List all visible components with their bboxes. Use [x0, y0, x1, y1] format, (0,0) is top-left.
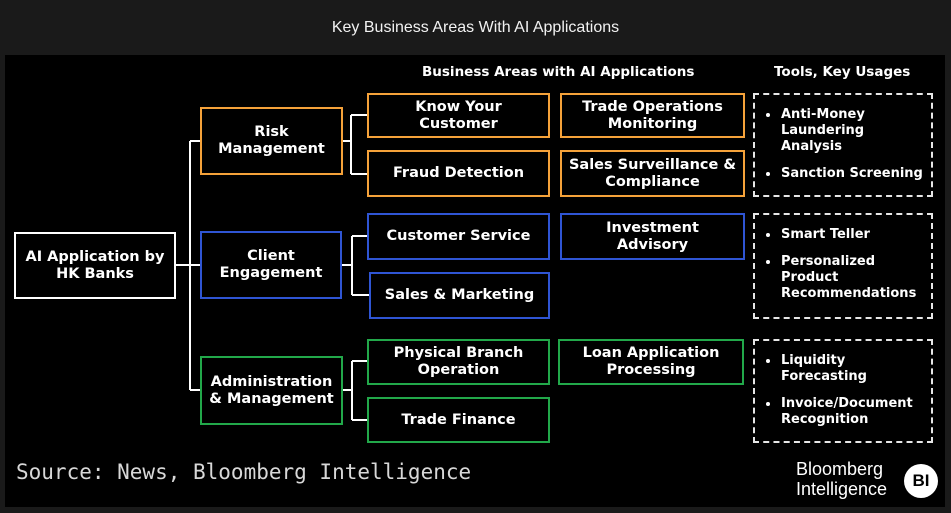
tool-item: Sanction Screening [761, 166, 925, 182]
category-client-engagement: Client Engagement [200, 231, 342, 299]
tool-item: Invoice/Document Recognition [761, 396, 925, 428]
tools-admin: Liquidity Forecasting Invoice/Document R… [753, 339, 933, 443]
business-areas-header: Business Areas with AI Applications [422, 64, 695, 80]
frame-bottom [0, 507, 951, 513]
root-node: AI Application by HK Banks [14, 232, 176, 299]
bi-badge-icon: BI [904, 464, 938, 498]
area-customer-service: Customer Service [367, 213, 550, 260]
area-know-your-customer: Know Your Customer [367, 93, 550, 138]
tool-item: Liquidity Forecasting [761, 353, 871, 385]
area-sales-marketing: Sales & Marketing [369, 272, 550, 319]
bloomberg-logo: Bloomberg Intelligence [796, 459, 888, 499]
tools-header: Tools, Key Usages [774, 64, 911, 80]
title-bar: Key Business Areas With AI Applications [0, 0, 951, 55]
tools-client: Smart Teller Personalized Product Recomm… [753, 213, 933, 319]
frame-right [945, 55, 951, 513]
tool-item: Personalized Product Recommendations [761, 254, 916, 302]
area-trade-operations-monitoring: Trade Operations Monitoring [560, 93, 745, 138]
area-physical-branch-operation: Physical Branch Operation [367, 339, 550, 385]
source-note: Source: News, Bloomberg Intelligence [16, 460, 472, 484]
area-trade-finance: Trade Finance [367, 397, 550, 443]
window-title: Key Business Areas With AI Applications [331, 18, 620, 36]
tool-item: Smart Teller [761, 227, 925, 243]
frame-left [0, 55, 5, 513]
tool-item: Anti-Money Laundering Analysis [761, 107, 925, 155]
tools-risk: Anti-Money Laundering Analysis Sanction … [753, 93, 933, 197]
area-sales-surveillance: Sales Surveillance & Compliance [560, 150, 745, 197]
area-fraud-detection: Fraud Detection [367, 150, 550, 197]
area-loan-application-processing: Loan Application Processing [558, 339, 744, 385]
area-investment-advisory: Investment Advisory [560, 213, 745, 260]
category-risk-management: Risk Management [200, 107, 343, 175]
category-administration-management: Administration & Management [200, 356, 343, 425]
